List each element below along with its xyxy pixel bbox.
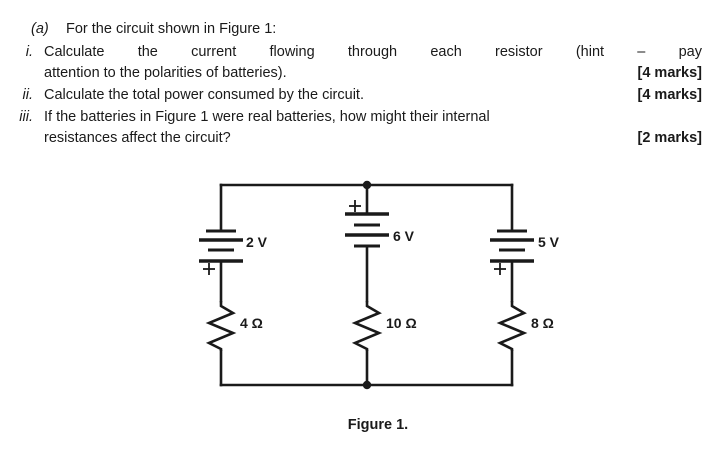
item-numeral-iii: iii. [19,109,33,125]
question-item-iii: iii. If the batteries in Figure 1 were r… [0,107,718,149]
item-iii-marks: [2 marks] [637,130,702,146]
junction-node-top [362,180,372,190]
circuit-diagram-svg: 2 V 6 V 5 V 4 Ω 10 Ω [199,180,560,390]
question-stem: For the circuit shown in Figure 1: [66,21,277,37]
battery-middle-label: 6 V [393,228,415,244]
resistor-right-zigzag [496,301,528,351]
figure-caption: Figure 1. [0,417,718,433]
item-iii-line2: resistances affect the circuit? [44,130,231,146]
item-ii-marks: [4 marks] [637,87,702,103]
resistor-middle-zigzag [351,301,383,351]
battery-right-plus-icon [494,263,506,275]
battery-middle [345,212,389,248]
item-ii-line1-row: Calculate the total power consumed by th… [44,85,702,106]
question-item-i: i. Calculate the current flowing through… [0,42,718,84]
item-iii-line2-row: resistances affect the circuit? [2 marks… [44,128,702,149]
resistor-right-label: 8 Ω [531,315,554,331]
resistor-left-zigzag [205,301,237,351]
item-numeral-ii: ii. [22,87,33,103]
item-body-iii: If the batteries in Figure 1 were real b… [44,107,718,149]
question-block: (a) For the circuit shown in Figure 1: i… [0,0,718,149]
junction-node-bottom [362,380,372,390]
battery-right [490,229,534,263]
question-item-ii: ii. Calculate the total power consumed b… [0,85,718,106]
battery-middle-plus-icon [349,200,361,212]
item-i-line1: Calculate the current flowing through ea… [44,44,702,60]
battery-right-label: 5 V [538,234,560,250]
battery-left-plus-icon [203,263,215,275]
item-i-line2-row: attention to the polarities of batteries… [44,63,702,84]
circuit-figure: 2 V 6 V 5 V 4 Ω 10 Ω [0,168,718,472]
battery-left [199,229,243,263]
item-body-ii: Calculate the total power consumed by th… [44,85,718,106]
figure-caption-text: Figure 1. [347,417,409,433]
resistor-middle-label: 10 Ω [386,315,417,331]
question-stem-row: (a) For the circuit shown in Figure 1: [0,18,718,40]
item-ii-line1: Calculate the total power consumed by th… [44,87,364,103]
battery-left-label: 2 V [246,234,268,250]
resistor-left-label: 4 Ω [240,315,263,331]
item-iii-line1: If the batteries in Figure 1 were real b… [44,109,490,125]
item-i-line2: attention to the polarities of batteries… [44,65,287,81]
item-numeral-i: i. [25,44,33,60]
item-body-i: Calculate the current flowing through ea… [44,42,718,84]
item-i-marks: [4 marks] [637,65,702,81]
part-label: (a) [31,21,49,37]
